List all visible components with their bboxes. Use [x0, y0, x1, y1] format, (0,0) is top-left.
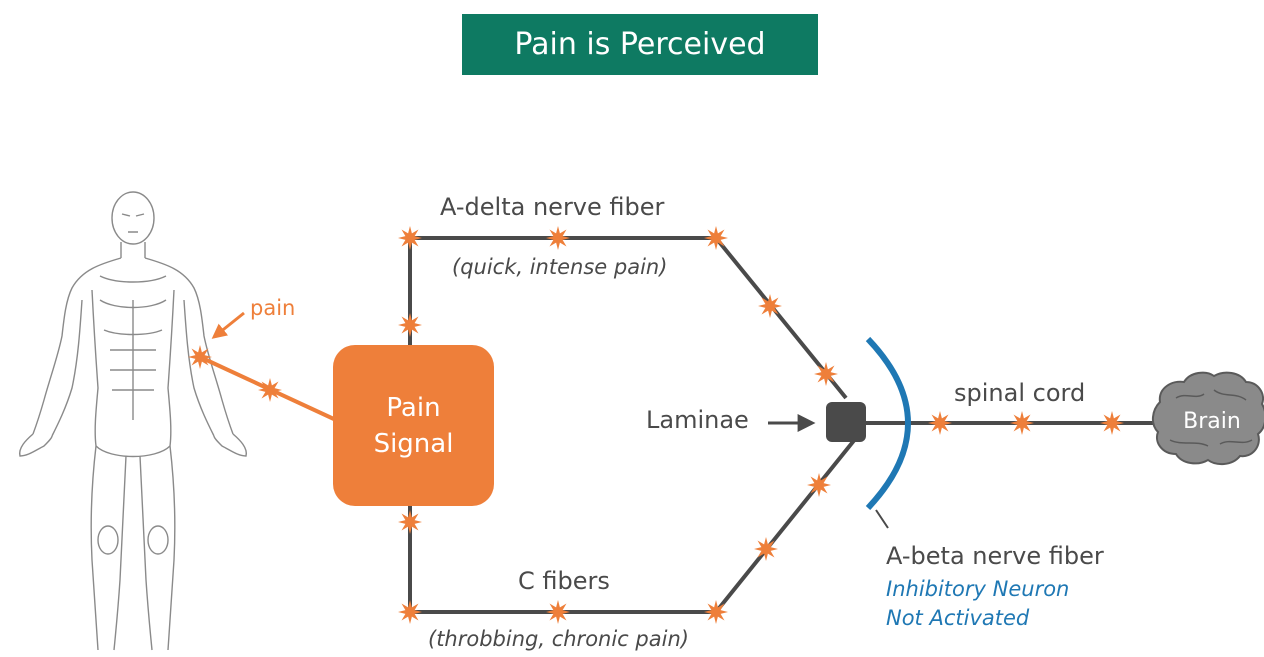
spinal-cord-label: spinal cord	[954, 379, 1086, 407]
pain-marker-icon	[188, 345, 212, 369]
a-delta-description: (quick, intense pain)	[452, 255, 668, 279]
pain-marker-icon	[928, 411, 952, 435]
c-fibers-label: C fibers	[518, 567, 610, 595]
a-beta-connector	[875, 509, 889, 529]
pain-marker-icon	[807, 473, 831, 497]
pain-marker-icon	[398, 313, 422, 337]
pain-label: pain	[250, 296, 296, 320]
pain-marker-icon	[814, 362, 838, 386]
pain-marker-icon	[1100, 411, 1124, 435]
title-banner: Pain is Perceived	[462, 14, 818, 75]
pain-pointer-arrow	[211, 311, 245, 339]
a-beta-label: A-beta nerve fiber	[886, 542, 1104, 570]
page-title: Pain is Perceived	[514, 27, 766, 62]
a-beta-inhibitory-arc	[865, 336, 911, 511]
inhibitory-neuron-label: Inhibitory Neuron	[886, 577, 1070, 601]
pain-marker-icon	[1010, 411, 1034, 435]
pain-signal-box: Pain Signal	[333, 345, 494, 506]
pain-marker-icon	[258, 378, 282, 402]
pain-marker-icon	[398, 226, 422, 250]
a-delta-label: A-delta nerve fiber	[440, 193, 665, 221]
pain-marker-icon	[398, 600, 422, 624]
not-activated-label: Not Activated	[886, 606, 1030, 630]
brain-icon	[1152, 371, 1264, 466]
laminae-label: Laminae	[646, 406, 749, 434]
pain-signal-markers	[188, 226, 1124, 624]
pain-marker-icon	[704, 226, 728, 250]
pain-signal-line1: Pain	[386, 392, 441, 423]
pain-marker-icon	[754, 537, 778, 561]
laminae-node	[826, 402, 866, 442]
human-body-figure	[19, 191, 247, 651]
pain-marker-icon	[546, 600, 570, 624]
pain-signal-line2: Signal	[373, 428, 454, 459]
pain-marker-icon	[704, 600, 728, 624]
pain-marker-icon	[758, 294, 782, 318]
pain-marker-icon	[546, 226, 570, 250]
pain-marker-icon	[398, 510, 422, 534]
c-fibers-description: (throbbing, chronic pain)	[428, 627, 689, 651]
brain-label: Brain	[1183, 409, 1241, 434]
